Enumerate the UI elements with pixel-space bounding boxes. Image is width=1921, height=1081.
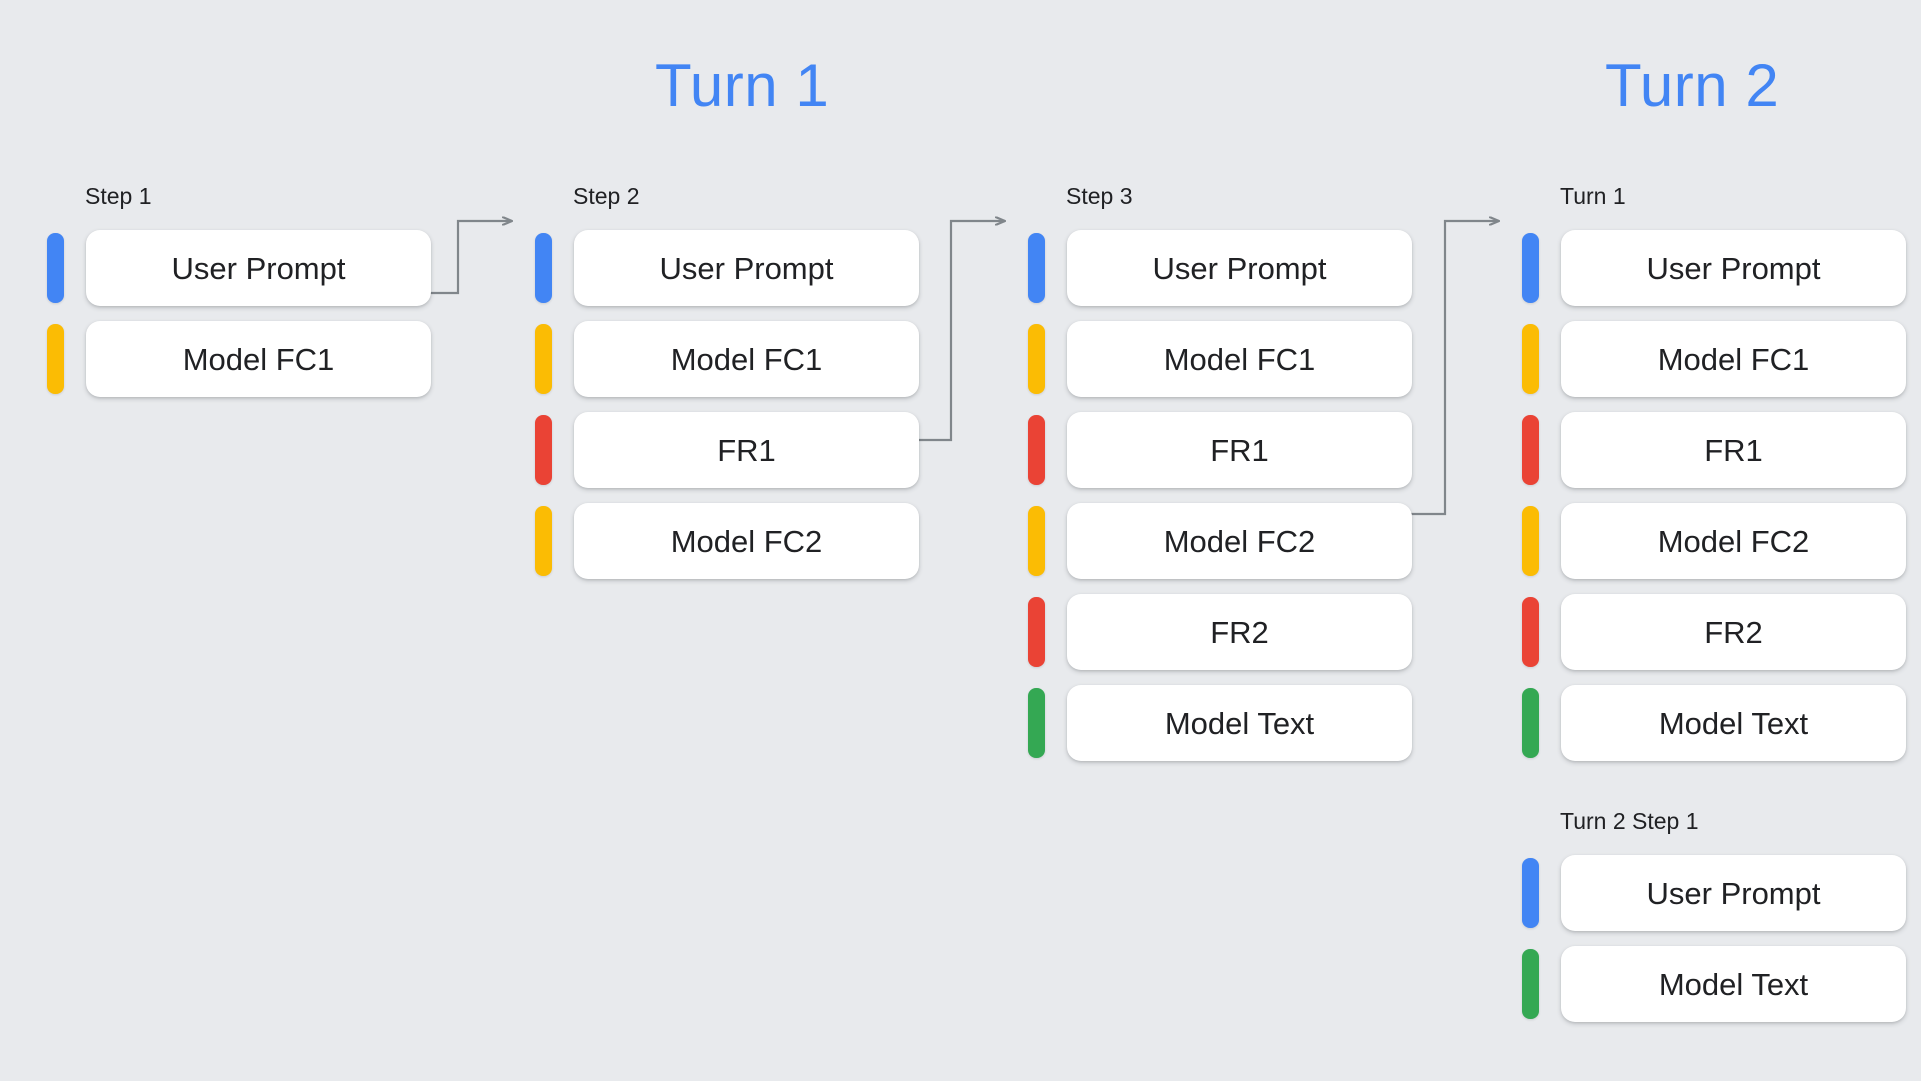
list-item[interactable]: Model FC2 bbox=[1522, 503, 1906, 579]
rows-turn1: User Prompt Model FC1 FR1 Model FC2 bbox=[1522, 230, 1906, 776]
role-bar-user bbox=[1522, 858, 1539, 928]
column-label-turn2-step1: Turn 2 Step 1 bbox=[1560, 808, 1699, 834]
role-bar-model-fc bbox=[535, 506, 552, 576]
message-card[interactable]: Model Text bbox=[1561, 946, 1906, 1022]
role-bar-function-response bbox=[535, 415, 552, 485]
role-bar-user bbox=[47, 233, 64, 303]
message-card[interactable]: Model FC1 bbox=[574, 321, 919, 397]
list-item[interactable]: Model FC2 bbox=[1028, 503, 1412, 579]
list-item[interactable]: Model FC1 bbox=[1522, 321, 1906, 397]
rows-turn2-step1: User Prompt Model Text bbox=[1522, 855, 1906, 1037]
role-bar-model-text bbox=[1028, 688, 1045, 758]
message-card-label: Model FC2 bbox=[1163, 523, 1316, 559]
role-bar-model-fc bbox=[1522, 324, 1539, 394]
message-card[interactable]: Model FC2 bbox=[574, 503, 919, 579]
message-card[interactable]: User Prompt bbox=[574, 230, 919, 306]
role-bar-model-text bbox=[1522, 949, 1539, 1019]
message-card-label: Model Text bbox=[1658, 966, 1809, 1002]
message-card[interactable]: User Prompt bbox=[86, 230, 431, 306]
column-label-step3: Step 3 bbox=[1066, 183, 1133, 209]
rows-step3: User Prompt Model FC1 FR1 Model FC2 bbox=[1028, 230, 1412, 776]
role-bar-user bbox=[535, 233, 552, 303]
message-card-label: FR1 bbox=[717, 432, 776, 468]
message-card[interactable]: Model FC2 bbox=[1561, 503, 1906, 579]
list-item[interactable]: User Prompt bbox=[1522, 855, 1906, 931]
list-item[interactable]: Model Text bbox=[1522, 685, 1906, 761]
message-card-label: Model Text bbox=[1658, 705, 1809, 741]
message-card-label: User Prompt bbox=[1646, 250, 1821, 286]
message-card-label: FR2 bbox=[1704, 614, 1763, 650]
message-card-label: Model FC1 bbox=[670, 341, 823, 377]
message-card-label: Model FC1 bbox=[1657, 341, 1810, 377]
message-card-label: User Prompt bbox=[1646, 875, 1821, 911]
message-card[interactable]: FR1 bbox=[1067, 412, 1412, 488]
role-bar-model-fc bbox=[1028, 506, 1045, 576]
list-item[interactable]: Model Text bbox=[1028, 685, 1412, 761]
role-bar-function-response bbox=[1522, 415, 1539, 485]
turn-2-heading: Turn 2 bbox=[1605, 52, 1780, 119]
rows-step2: User Prompt Model FC1 FR1 Model FC2 bbox=[535, 230, 919, 594]
message-card-label: User Prompt bbox=[1152, 250, 1327, 286]
message-card-label: FR2 bbox=[1210, 614, 1269, 650]
list-item[interactable]: Model FC1 bbox=[1028, 321, 1412, 397]
list-item[interactable]: Model Text bbox=[1522, 946, 1906, 1022]
rows-step1: User Prompt Model FC1 bbox=[47, 230, 431, 412]
message-card[interactable]: Model FC1 bbox=[86, 321, 431, 397]
list-item[interactable]: Model FC2 bbox=[535, 503, 919, 579]
role-bar-function-response bbox=[1028, 415, 1045, 485]
message-card-label: User Prompt bbox=[659, 250, 834, 286]
message-card-label: Model FC1 bbox=[182, 341, 335, 377]
list-item[interactable]: FR1 bbox=[1028, 412, 1412, 488]
column-label-turn1: Turn 1 bbox=[1560, 183, 1626, 209]
list-item[interactable]: Model FC1 bbox=[47, 321, 431, 397]
message-card[interactable]: User Prompt bbox=[1561, 230, 1906, 306]
list-item[interactable]: FR1 bbox=[1522, 412, 1906, 488]
list-item[interactable]: User Prompt bbox=[535, 230, 919, 306]
message-card[interactable]: Model FC2 bbox=[1067, 503, 1412, 579]
role-bar-function-response bbox=[1028, 597, 1045, 667]
list-item[interactable]: Model FC1 bbox=[535, 321, 919, 397]
role-bar-user bbox=[1028, 233, 1045, 303]
message-card-label: Model FC2 bbox=[1657, 523, 1810, 559]
list-item[interactable]: FR2 bbox=[1522, 594, 1906, 670]
role-bar-model-text bbox=[1522, 688, 1539, 758]
list-item[interactable]: User Prompt bbox=[1028, 230, 1412, 306]
role-bar-model-fc bbox=[47, 324, 64, 394]
message-card-label: User Prompt bbox=[171, 250, 346, 286]
list-item[interactable]: FR2 bbox=[1028, 594, 1412, 670]
role-bar-model-fc bbox=[1028, 324, 1045, 394]
message-card[interactable]: User Prompt bbox=[1561, 855, 1906, 931]
message-card[interactable]: FR2 bbox=[1067, 594, 1412, 670]
message-card[interactable]: Model Text bbox=[1067, 685, 1412, 761]
role-bar-model-fc bbox=[535, 324, 552, 394]
message-card-label: Model Text bbox=[1164, 705, 1315, 741]
message-card[interactable]: Model FC1 bbox=[1561, 321, 1906, 397]
message-card[interactable]: FR1 bbox=[574, 412, 919, 488]
message-card[interactable]: Model Text bbox=[1561, 685, 1906, 761]
role-bar-user bbox=[1522, 233, 1539, 303]
column-label-step1: Step 1 bbox=[85, 183, 152, 209]
list-item[interactable]: User Prompt bbox=[1522, 230, 1906, 306]
message-card[interactable]: FR1 bbox=[1561, 412, 1906, 488]
message-card-label: Model FC2 bbox=[670, 523, 823, 559]
message-card-label: Model FC1 bbox=[1163, 341, 1316, 377]
message-card[interactable]: User Prompt bbox=[1067, 230, 1412, 306]
message-card-label: FR1 bbox=[1210, 432, 1269, 468]
turn-1-heading: Turn 1 bbox=[655, 52, 830, 119]
message-card-label: FR1 bbox=[1704, 432, 1763, 468]
message-card[interactable]: Model FC1 bbox=[1067, 321, 1412, 397]
list-item[interactable]: User Prompt bbox=[47, 230, 431, 306]
message-card[interactable]: FR2 bbox=[1561, 594, 1906, 670]
role-bar-function-response bbox=[1522, 597, 1539, 667]
column-label-step2: Step 2 bbox=[573, 183, 640, 209]
list-item[interactable]: FR1 bbox=[535, 412, 919, 488]
role-bar-model-fc bbox=[1522, 506, 1539, 576]
